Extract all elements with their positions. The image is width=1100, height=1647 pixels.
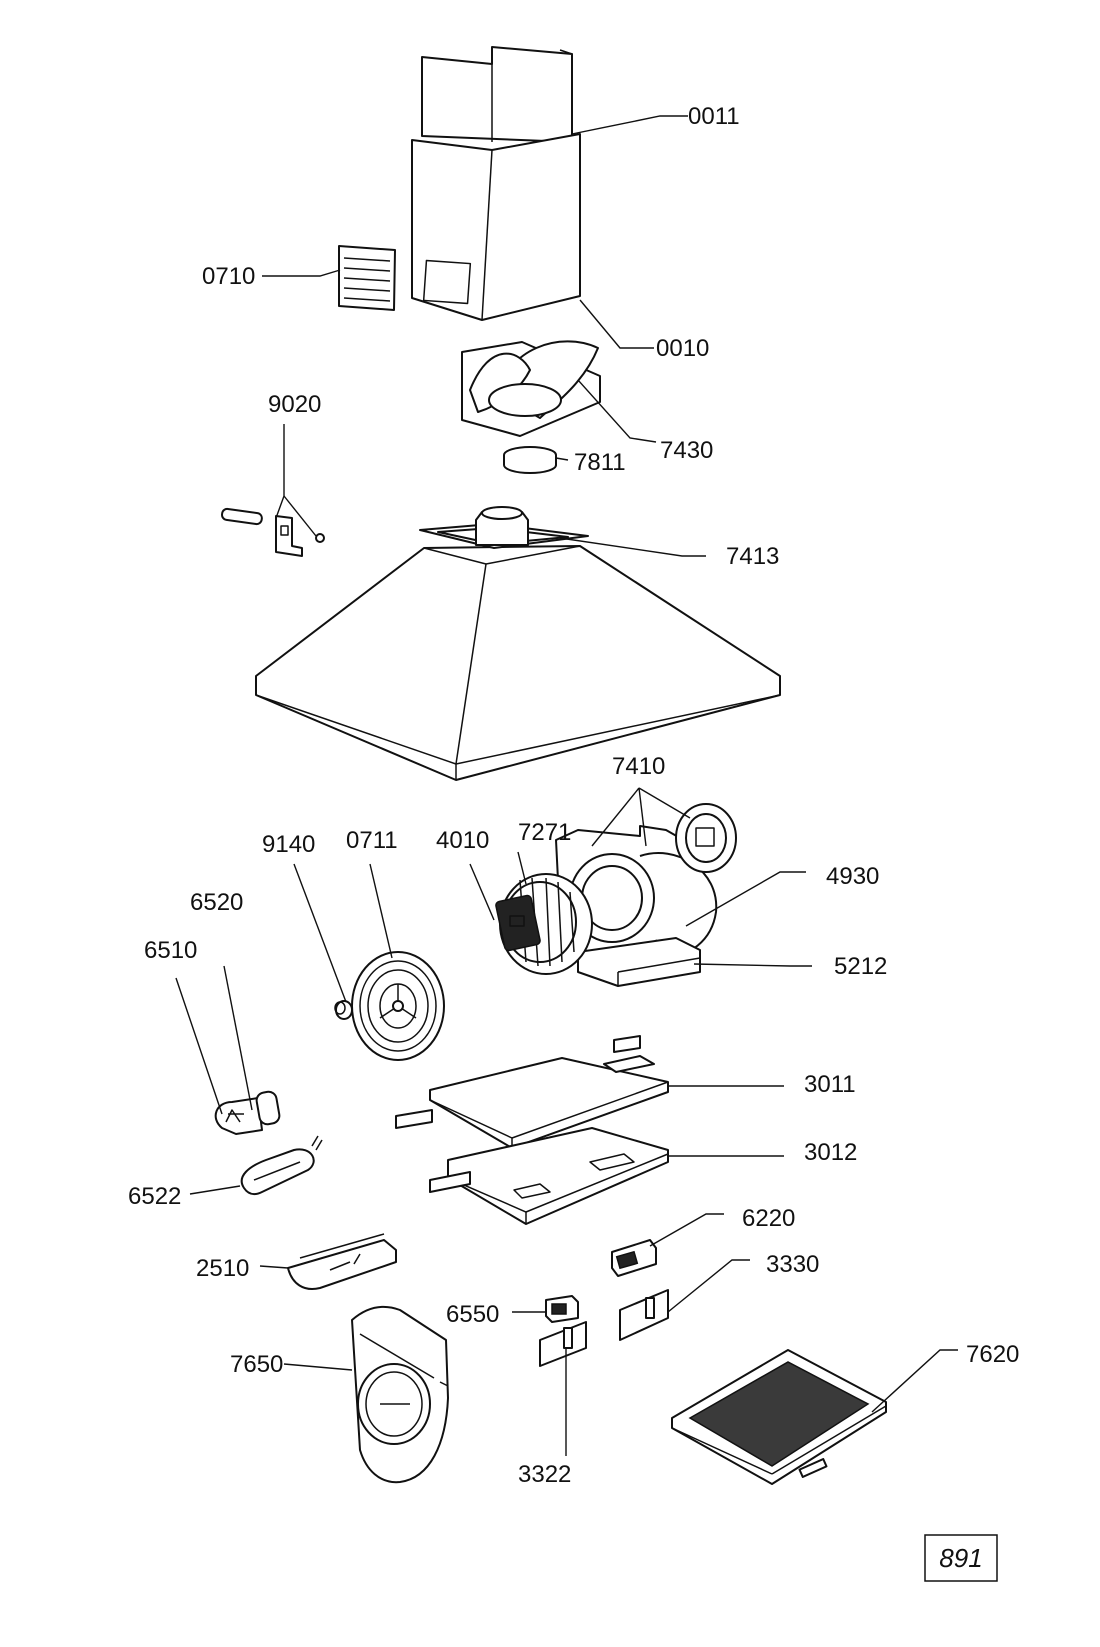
label-6520: 6520: [190, 889, 243, 916]
grease-filter-upper: [395, 1035, 669, 1149]
blower-end-plate: [675, 803, 737, 873]
carbon-filter: [671, 1349, 887, 1485]
switch-cover-left: [539, 1321, 587, 1367]
fan-wheel: [351, 951, 445, 1061]
label-3322: 3322: [518, 1461, 571, 1488]
label-4010: 4010: [436, 827, 489, 854]
label-0711: 0711: [346, 827, 398, 854]
label-3011: 3011: [804, 1071, 856, 1098]
label-7410: 7410: [612, 753, 665, 780]
label-3330: 3330: [766, 1251, 819, 1278]
control-switch: [545, 1295, 579, 1323]
label-2510: 2510: [196, 1255, 249, 1282]
lamp-housing: [351, 1305, 449, 1484]
label-6510: 6510: [144, 937, 197, 964]
light-switch: [611, 1239, 657, 1277]
label-3012: 3012: [804, 1139, 857, 1166]
label-4930: 4930: [826, 863, 879, 890]
label-7811: 7811: [574, 449, 626, 476]
leader-lines: [175, 115, 958, 1456]
label-9020: 9020: [268, 391, 321, 418]
motor-capacitor-fan: [495, 873, 593, 975]
label-0710: 0710: [202, 263, 255, 290]
part-labels: 0011 0710 0010 9020 7430 7811 7413 7410 …: [128, 103, 1019, 1488]
fan-nut: [334, 1000, 353, 1020]
grease-filter-lower: [429, 1127, 669, 1225]
upper-chimney-cover: [421, 46, 573, 143]
label-6522: 6522: [128, 1183, 181, 1210]
label-7271: 7271: [518, 819, 571, 846]
label-6550: 6550: [446, 1301, 499, 1328]
halogen-lamp: [214, 1090, 281, 1135]
label-0010: 0010: [656, 335, 709, 362]
backdraft-flap: [461, 340, 601, 437]
label-7430: 7430: [660, 437, 713, 464]
mounting-bracket-kit: [221, 507, 325, 557]
hood-canopy: [255, 506, 781, 781]
page-number-box: 891: [924, 1534, 998, 1582]
label-7650: 7650: [230, 1351, 283, 1378]
label-6220: 6220: [742, 1205, 795, 1232]
vent-grille: [338, 245, 396, 311]
label-9140: 9140: [262, 831, 315, 858]
label-7413: 7413: [726, 543, 779, 570]
label-0011: 0011: [688, 103, 740, 130]
ring-collar: [503, 446, 557, 474]
page-number: 891: [939, 1543, 982, 1573]
label-5212: 5212: [834, 953, 887, 980]
label-7620: 7620: [966, 1341, 1019, 1368]
lower-chimney-cover: [411, 133, 581, 321]
lamp-lens: [240, 1135, 323, 1196]
switch-cover-right: [619, 1289, 669, 1341]
light-diffuser: [287, 1233, 397, 1290]
